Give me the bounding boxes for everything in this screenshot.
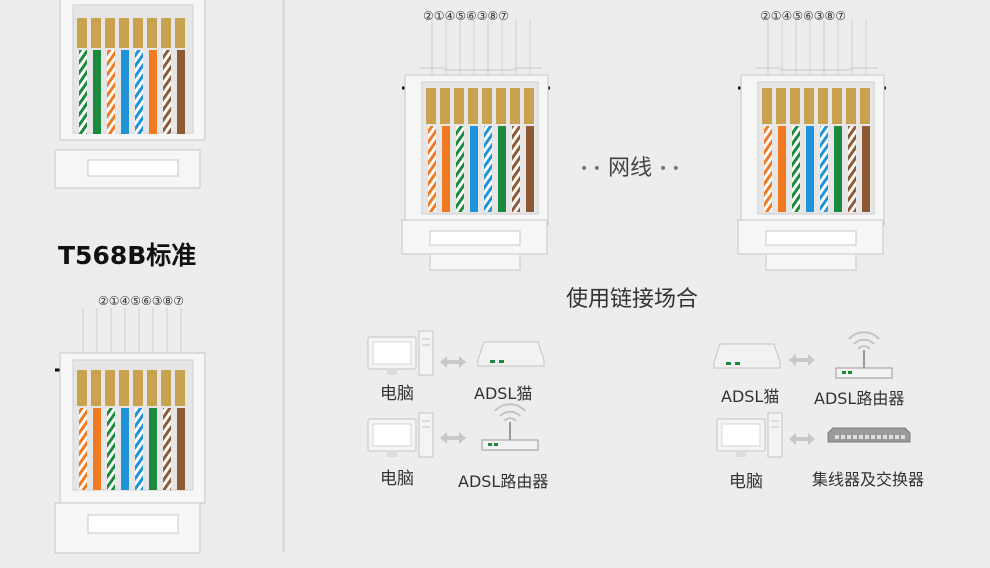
adsl-modem-icon (477, 341, 545, 367)
wires-plug-a (426, 88, 534, 212)
page: { "left_panel": { "standard_title": "T56… (54, 0, 925, 554)
section-title: 使用链接场合 (566, 287, 699, 312)
pc-icon (716, 412, 783, 458)
dots-left: • • (580, 161, 601, 177)
wires-top-left (77, 18, 185, 134)
cable-label-row: • • 网线 • • (580, 150, 680, 182)
pin-order-plug-a: ②①④⑤⑥③⑧⑦ (423, 9, 510, 23)
plug-bottom-left (54, 308, 206, 554)
cable-label: 网线 (607, 156, 652, 181)
double-arrow-icon (440, 432, 466, 444)
adsl-router-label-1: ADSL路由器 (458, 472, 549, 491)
pc-icon (367, 412, 434, 458)
pc-label-1: 电脑 (380, 384, 414, 404)
pin-order-plug-b: ②①④⑤⑥③⑧⑦ (760, 9, 847, 23)
panel-divider (282, 0, 285, 552)
standard-title: T568B标准 (58, 241, 197, 270)
adsl-modem-label-2: ADSL猫 (721, 387, 780, 406)
plug-top-left (54, 0, 206, 189)
adsl-modem-icon (713, 343, 781, 369)
adsl-router-label-2: ADSL路由器 (814, 389, 905, 408)
double-arrow-icon (789, 354, 815, 366)
pc-label-3: 电脑 (729, 472, 763, 492)
wires-bottom-left (77, 370, 185, 490)
plug-a (401, 20, 550, 271)
switch-label: 集线器及交换器 (812, 470, 925, 489)
dots-right: • • (658, 161, 680, 177)
plug-b (737, 20, 886, 271)
switch-icon (827, 427, 911, 443)
double-arrow-icon (789, 433, 815, 445)
wires-plug-b (762, 88, 870, 212)
pc-icon (367, 330, 434, 376)
adsl-modem-label-1: ADSL猫 (474, 384, 533, 403)
double-arrow-icon (440, 356, 466, 368)
pin-order-left: ②①④⑤⑥③⑧⑦ (98, 294, 185, 308)
pc-label-2: 电脑 (380, 469, 414, 489)
wifi-router-icon (481, 403, 539, 451)
wifi-router-icon (835, 331, 893, 379)
